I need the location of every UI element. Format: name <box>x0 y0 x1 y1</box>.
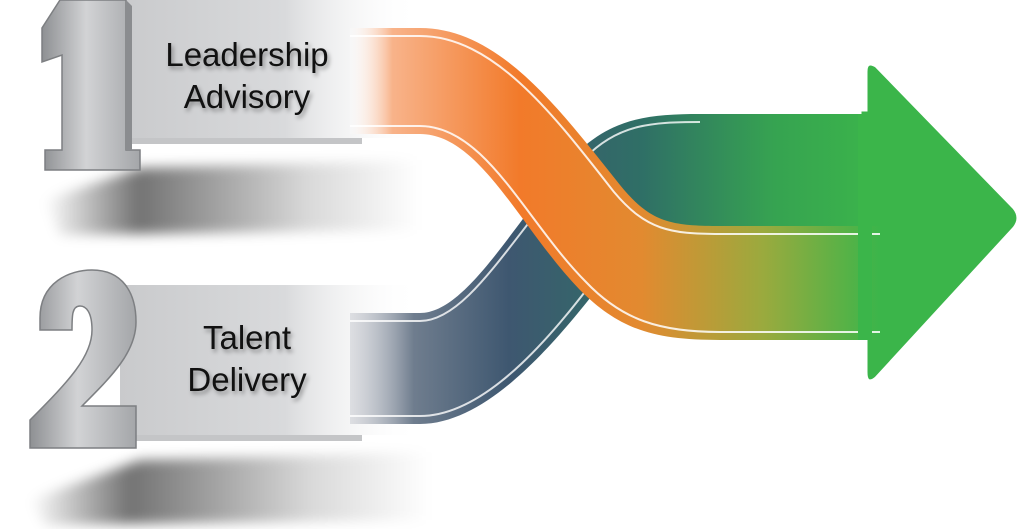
step-2-shadow <box>30 452 430 525</box>
step-1-label: Leadership Advisory <box>127 34 367 118</box>
step-1-label-line1: Leadership <box>165 36 329 73</box>
step-2-numeral <box>29 269 137 449</box>
step-2-label-line2: Delivery <box>187 361 307 398</box>
step-2-label: Talent Delivery <box>127 317 367 401</box>
step-1-numeral <box>41 0 141 171</box>
step-1-label-line2: Advisory <box>183 78 311 115</box>
merge-arrow-shaft <box>858 114 872 340</box>
step-1-shadow <box>45 160 420 235</box>
leadership-advisory-band <box>350 28 880 340</box>
step-2-label-line1: Talent <box>202 319 292 356</box>
merge-arrow-head <box>858 62 1020 383</box>
